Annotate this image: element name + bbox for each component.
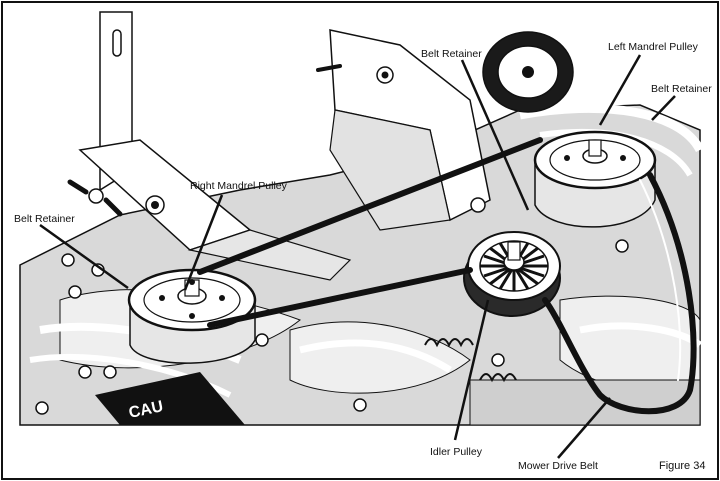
callout-labels: Belt Retainer Left Mandrel Pulley Belt R…: [14, 41, 712, 472]
leader-lines: [39, 54, 676, 459]
label-mower-drive-belt: Mower Drive Belt: [518, 460, 598, 472]
mower-drive-belt: [197, 137, 697, 415]
tension-springs: [424, 338, 517, 383]
mounting-bracket: [67, 11, 352, 281]
caution-decal: CAU: [95, 372, 245, 425]
figure-caption: Figure 34: [659, 460, 705, 472]
gauge-wheel: [482, 31, 574, 113]
label-right-mandrel-pulley: Right Mandrel Pulley: [190, 180, 288, 192]
label-left-mandrel-pulley: Left Mandrel Pulley: [608, 41, 699, 53]
deck-bolts: [35, 239, 629, 415]
label-belt-retainer-top: Belt Retainer: [421, 48, 482, 60]
label-idler-pulley: Idler Pulley: [430, 446, 483, 458]
label-belt-retainer-right: Belt Retainer: [651, 83, 712, 95]
decal-text: CAU: [127, 398, 164, 422]
label-belt-retainer-left: Belt Retainer: [14, 213, 75, 225]
idler-pulley: [463, 231, 561, 317]
right-mandrel-pulley: [127, 268, 257, 364]
left-mandrel-pulley: [533, 130, 657, 228]
